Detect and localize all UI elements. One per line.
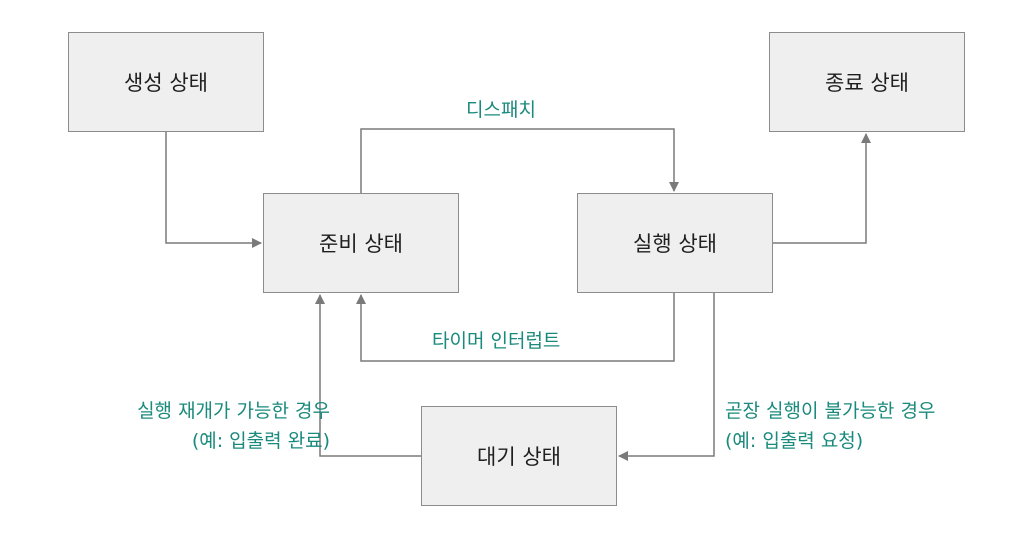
state-waiting: 대기 상태 <box>421 406 617 506</box>
block-condition-line2: (예: 입출력 요청) <box>725 430 864 452</box>
resume-condition-line1: 실행 재개가 가능한 경우 <box>137 400 330 422</box>
state-finished: 종료 상태 <box>769 32 965 132</box>
state-ready-label: 준비 상태 <box>319 232 403 256</box>
arrow-dispatch <box>360 128 679 193</box>
state-ready: 준비 상태 <box>263 193 459 293</box>
resume-condition-line2: (예: 입출력 완료) <box>191 430 330 452</box>
dispatch-label: 디스패치 <box>466 99 536 121</box>
state-waiting-label: 대기 상태 <box>477 445 561 469</box>
block-condition-label: 곧장 실행이 불가능한 경우 (예: 입출력 요청) <box>725 396 935 456</box>
state-finished-label: 종료 상태 <box>825 71 909 95</box>
arrow-running-to-finished <box>773 133 871 244</box>
resume-condition-label: 실행 재개가 가능한 경우 (예: 입출력 완료) <box>137 396 330 456</box>
state-running: 실행 상태 <box>577 193 773 293</box>
arrow-created-to-ready <box>165 132 262 248</box>
state-created-label: 생성 상태 <box>124 71 208 95</box>
arrow-running-to-waiting <box>618 293 715 461</box>
arrow-timer-interrupt <box>356 293 675 362</box>
timer-interrupt-label: 타이머 인터럽트 <box>432 330 561 352</box>
block-condition-line1: 곧장 실행이 불가능한 경우 <box>725 400 936 422</box>
state-created: 생성 상태 <box>68 32 264 132</box>
arrow-waiting-to-ready <box>315 294 421 457</box>
state-running-label: 실행 상태 <box>633 232 717 256</box>
